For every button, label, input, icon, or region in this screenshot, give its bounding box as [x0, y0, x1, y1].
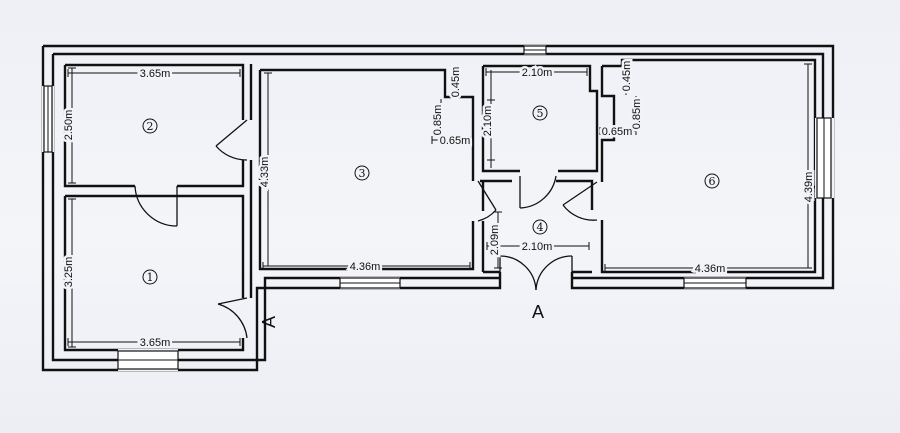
room-1-labels: 3.25m 3.65m 1 [61, 254, 173, 351]
room-3-notch-height-label: 0.45m [450, 67, 462, 98]
entrance-mark-side: A [259, 316, 279, 328]
room-3-height-label: 4.33m [259, 157, 271, 188]
room-5-width-label: 2.10m [522, 67, 553, 79]
room-2-height-label: 2.50m [63, 110, 75, 141]
room-2-labels: 3.65m 2.50m 2 [61, 66, 173, 143]
window-room-1-south [117, 349, 179, 371]
room-6-notch-width-label: 0.65m [602, 126, 633, 138]
entrance-double-door [499, 255, 573, 291]
room-6-number-circle [704, 173, 720, 189]
room-5-labels: 2.10m 2.10m 5 [480, 65, 555, 139]
room-3-labels: 4.33m 4.36m 0.45m 0.85m 0.65m 3 [257, 64, 473, 275]
room-6-number: 6 [709, 175, 716, 188]
room-4-number-circle [532, 219, 548, 235]
room-3-number-circle [354, 165, 370, 181]
entrance-marks: A A [259, 302, 544, 328]
room-2-width-label: 3.65m [140, 68, 171, 80]
room-5-height-label: 2.10m [482, 106, 494, 137]
room-1-number: 1 [147, 271, 154, 284]
window-room-3-south [339, 277, 401, 289]
door-room-1 [217, 297, 248, 339]
window-room-2-west [42, 85, 54, 153]
room-5-number: 5 [537, 107, 544, 120]
room-4-number: 4 [537, 221, 544, 234]
door-room-3 [477, 180, 497, 222]
room-3-number: 3 [359, 167, 366, 180]
room-1-height-label: 3.25m [63, 257, 75, 288]
room-6-height-label: 4.39m [803, 172, 815, 203]
room-6-notch-depth-label: 0.85m [631, 99, 643, 130]
dimension-lines [67, 62, 812, 348]
room-1-number-circle [142, 269, 158, 285]
room-4-labels: 2.09m 2.10m 4 [487, 219, 555, 258]
entrance-mark-main: A [532, 302, 544, 322]
room-1-width-label: 3.65m [140, 337, 171, 349]
outer-walls [41, 44, 835, 372]
room-3-notch-depth-label: 0.85m [432, 105, 444, 136]
door-room-2-room-3 [215, 119, 248, 161]
room-5-number-circle [532, 105, 548, 121]
window-room-6-south [683, 277, 747, 289]
room-6-notch-height-label: 0.45m [621, 61, 633, 92]
window-room-6-east [815, 117, 834, 199]
doors [134, 119, 598, 339]
door-room-5 [519, 175, 557, 209]
room-2-number-circle [142, 118, 158, 134]
room-2-number: 2 [147, 120, 154, 133]
room-4-height-label: 2.09m [489, 225, 501, 256]
room-4-width-label: 2.10m [522, 241, 553, 253]
window-room-5-north [523, 45, 547, 55]
door-room-2 [134, 185, 178, 227]
door-room-6 [562, 181, 598, 221]
room-6-width-label: 4.36m [695, 263, 726, 275]
room-3-width-label: 4.36m [350, 261, 381, 273]
windows [42, 45, 834, 371]
room-6-labels: 0.45m 0.85m 0.65m 4.39m 4.36m 6 [599, 58, 817, 277]
room-3-notch-width-label: 0.65m [440, 135, 471, 147]
